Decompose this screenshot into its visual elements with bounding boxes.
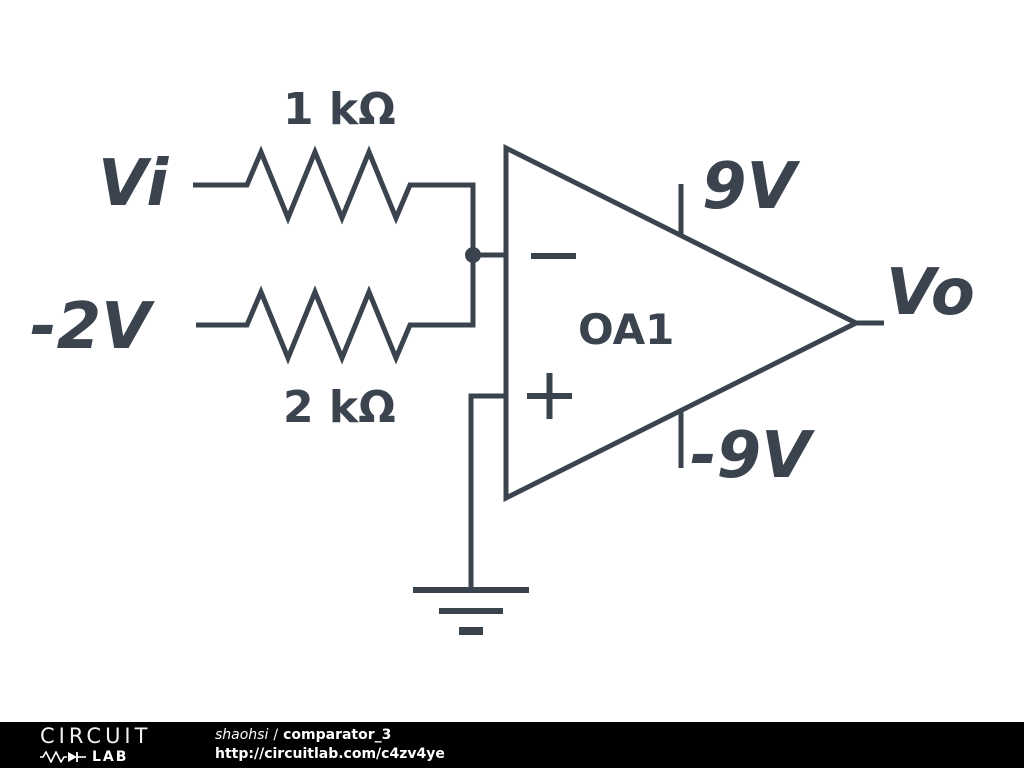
label-r1-value: 1 kΩ [283, 84, 396, 135]
label-r2-value: 2 kΩ [283, 382, 396, 433]
label-input-vi: Vi [98, 147, 169, 221]
schematic-canvas: 1 kΩ Vi -2V 2 kΩ OA1 9V -9V Vo [30, 84, 975, 635]
circuitlab-logo-text-top: CIRCUIT [40, 724, 152, 748]
label-input-neg2v: -2V [30, 290, 155, 364]
author-name: shaohsi [215, 727, 269, 744]
label-positive-supply: 9V [702, 150, 801, 224]
resistor-r1-and-wire [193, 145, 476, 255]
attribution-block: shaohsi / comparator_3 http://circuitlab… [215, 726, 445, 764]
circuitlab-logo-resistor-icon [40, 751, 86, 763]
circuit-url: http://circuitlab.com/c4zv4ye [215, 746, 445, 762]
wire-to-ground [468, 393, 506, 590]
label-output-vo: Vo [886, 256, 975, 330]
attribution-line: shaohsi / comparator_3 [215, 726, 445, 745]
circuitlab-logo-text-bottom: LAB [92, 749, 129, 765]
circuitlab-logo: CIRCUIT LAB [40, 726, 215, 764]
junction-node [465, 247, 481, 263]
plus-icon [527, 373, 572, 419]
circuit-title: comparator_3 [283, 727, 392, 744]
label-opamp-name: OA1 [578, 305, 674, 354]
resistor-r2-and-wire [196, 255, 476, 365]
attribution-separator: / [273, 727, 279, 744]
ground-icon [413, 587, 529, 635]
footer-bar: CIRCUIT LAB shaohsi / comparator_3 http:… [0, 722, 1024, 768]
label-negative-supply: -9V [690, 419, 815, 493]
